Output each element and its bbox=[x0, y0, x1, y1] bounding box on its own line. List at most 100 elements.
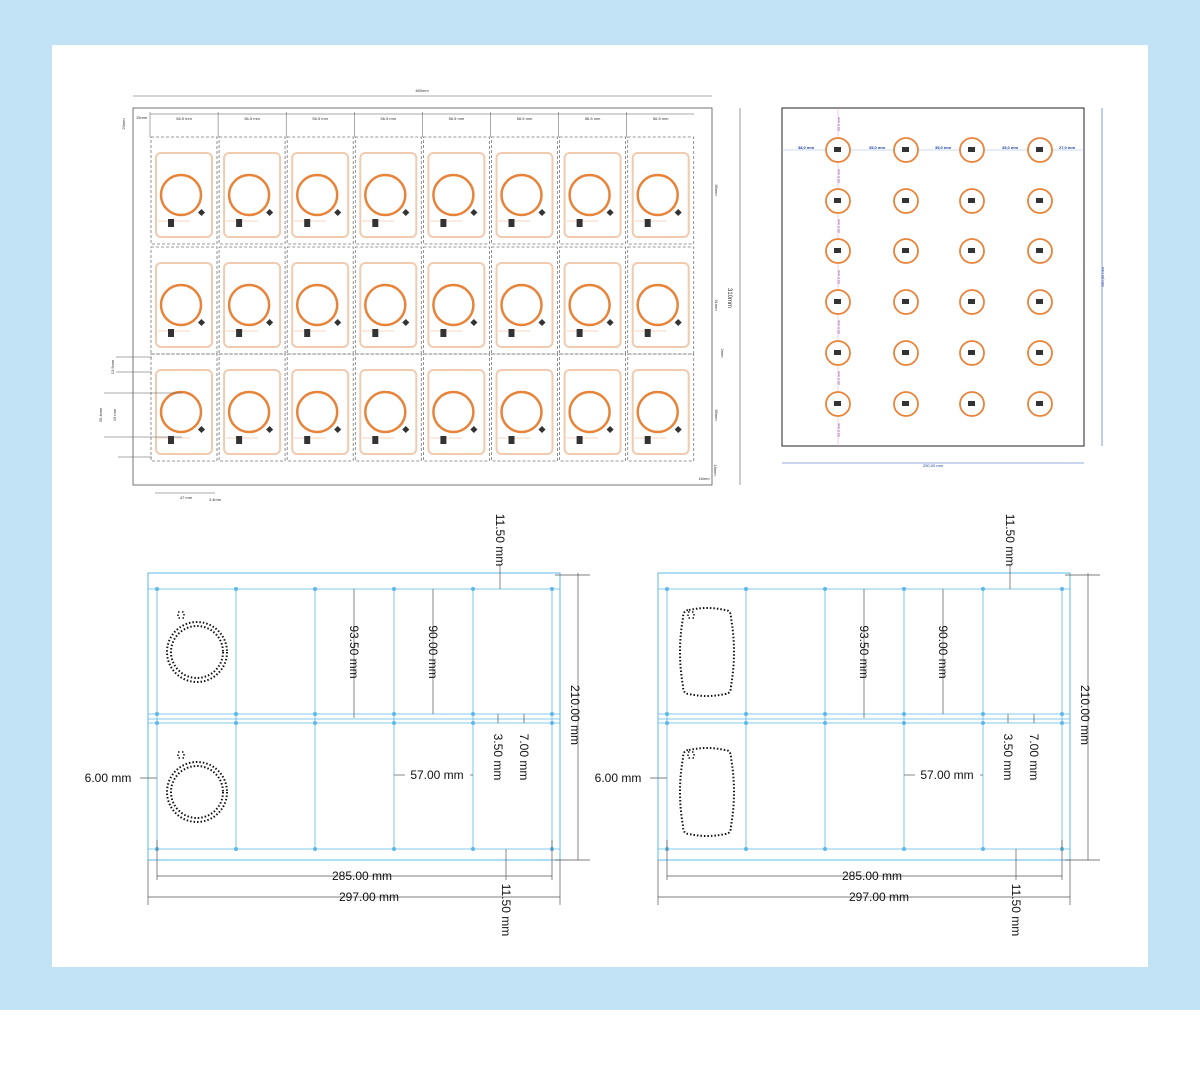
coil-offset-label: 35.4mm bbox=[98, 407, 103, 422]
chip-icon bbox=[334, 208, 342, 217]
module-icon bbox=[576, 436, 583, 444]
coil-icon bbox=[500, 283, 543, 327]
antenna-frame bbox=[223, 152, 282, 238]
tag bbox=[1027, 289, 1053, 315]
card-cut-line bbox=[286, 136, 354, 245]
grid-point bbox=[1060, 721, 1064, 725]
antenna-frame bbox=[359, 369, 418, 455]
antenna-frame bbox=[631, 262, 690, 348]
dotted-card-outline-icon bbox=[679, 607, 735, 697]
card-cut-line bbox=[354, 136, 422, 245]
tag bbox=[959, 188, 985, 214]
chip-icon bbox=[334, 425, 342, 434]
antenna-frame bbox=[427, 369, 486, 455]
antenna-frame bbox=[631, 369, 690, 455]
chip-icon bbox=[674, 208, 682, 217]
tag-vertical-spacing: 20,0 mm bbox=[837, 169, 841, 183]
chip-dots-icon bbox=[177, 611, 185, 619]
module-icon bbox=[644, 329, 651, 337]
column-width-label: 56.5 mm bbox=[585, 116, 601, 121]
grid-point bbox=[981, 712, 985, 716]
chip-icon bbox=[538, 208, 546, 217]
antenna-frame bbox=[359, 152, 418, 238]
grid-point bbox=[313, 587, 317, 591]
grid-point bbox=[823, 712, 827, 716]
tag-sheet-width: 250,00 mm bbox=[923, 463, 944, 468]
module-icon bbox=[304, 219, 311, 227]
coil-icon bbox=[432, 283, 475, 327]
module-icon bbox=[304, 436, 311, 444]
row-height-1: 85mm bbox=[714, 184, 719, 196]
gap-a-label: 3.50 mm bbox=[1001, 734, 1015, 781]
tag-spacing-3: 35,0 mm bbox=[1002, 145, 1018, 150]
inlay-card bbox=[354, 353, 422, 462]
grid-point bbox=[823, 587, 827, 591]
top-margin-label: 15mm bbox=[136, 115, 148, 120]
inlay-card bbox=[354, 246, 422, 355]
tag bbox=[959, 391, 985, 417]
module-icon bbox=[576, 329, 583, 337]
chip-dots-icon bbox=[687, 611, 695, 619]
inlay-card bbox=[627, 136, 695, 245]
card-cut-line bbox=[150, 353, 218, 462]
chip-icon bbox=[266, 425, 274, 434]
coil-icon bbox=[500, 390, 543, 434]
module-icon bbox=[576, 219, 583, 227]
card-cut-line bbox=[491, 136, 558, 245]
card-cut-line bbox=[150, 136, 218, 245]
tag-spacing-2: 35,0 mm bbox=[935, 145, 951, 150]
inlay-card bbox=[286, 353, 354, 462]
tag bbox=[959, 238, 985, 264]
tag-chip-icon bbox=[1036, 401, 1043, 406]
coil-icon bbox=[227, 173, 271, 217]
gap-label: 2mm bbox=[720, 349, 725, 359]
tag-chip-icon bbox=[1036, 198, 1043, 203]
grid-point bbox=[1060, 587, 1064, 591]
tag bbox=[893, 391, 919, 417]
antenna-frame bbox=[291, 152, 350, 238]
chip-icon bbox=[470, 425, 478, 434]
cell-width-label: 57.00 mm bbox=[920, 768, 973, 782]
chip-icon bbox=[674, 318, 682, 327]
card-cut-line bbox=[559, 353, 626, 462]
total-width-label: 297.00 mm bbox=[849, 890, 909, 904]
left-margin-label: 6.00 mm bbox=[595, 771, 642, 785]
coil-icon bbox=[295, 283, 339, 327]
inlay-card bbox=[150, 246, 218, 355]
sheet-outline bbox=[147, 572, 561, 861]
coil-icon bbox=[500, 173, 543, 217]
tag-chip-icon bbox=[968, 401, 975, 406]
inlay-card bbox=[150, 136, 218, 245]
antenna-frame bbox=[155, 152, 213, 238]
coil-icon bbox=[636, 283, 679, 327]
grid-point bbox=[392, 721, 396, 725]
tag-chip-icon bbox=[1036, 147, 1043, 152]
inlay-card bbox=[559, 246, 626, 355]
coil-icon bbox=[432, 390, 475, 434]
inner-width-label: 285.00 mm bbox=[842, 869, 902, 883]
tag bbox=[893, 289, 919, 315]
dim-a-label: 93.50 mm bbox=[347, 625, 361, 678]
tag-chip-icon bbox=[968, 147, 975, 152]
antenna-frame bbox=[223, 262, 282, 348]
column-width-label: 56.5 mm bbox=[449, 116, 465, 121]
inlay-width-label: 47 mm bbox=[180, 495, 193, 500]
inlay-card bbox=[627, 353, 695, 462]
tag bbox=[893, 238, 919, 264]
tag-vertical-spacing: 20,0 mm bbox=[837, 117, 841, 131]
grid-point bbox=[665, 712, 669, 716]
total-width-label: 297.00 mm bbox=[339, 890, 399, 904]
grid-point bbox=[902, 587, 906, 591]
grid-point bbox=[471, 847, 475, 851]
module-icon bbox=[508, 436, 515, 444]
tag-chip-icon bbox=[968, 198, 975, 203]
tag-chip-icon bbox=[1036, 350, 1043, 355]
cell-width-label: 57.00 mm bbox=[410, 768, 463, 782]
tag-chip-icon bbox=[902, 299, 909, 304]
tag bbox=[825, 391, 851, 417]
chip-icon bbox=[402, 318, 410, 327]
chip-icon bbox=[470, 318, 478, 327]
tag-left-margin: 38,0 mm bbox=[798, 145, 814, 150]
